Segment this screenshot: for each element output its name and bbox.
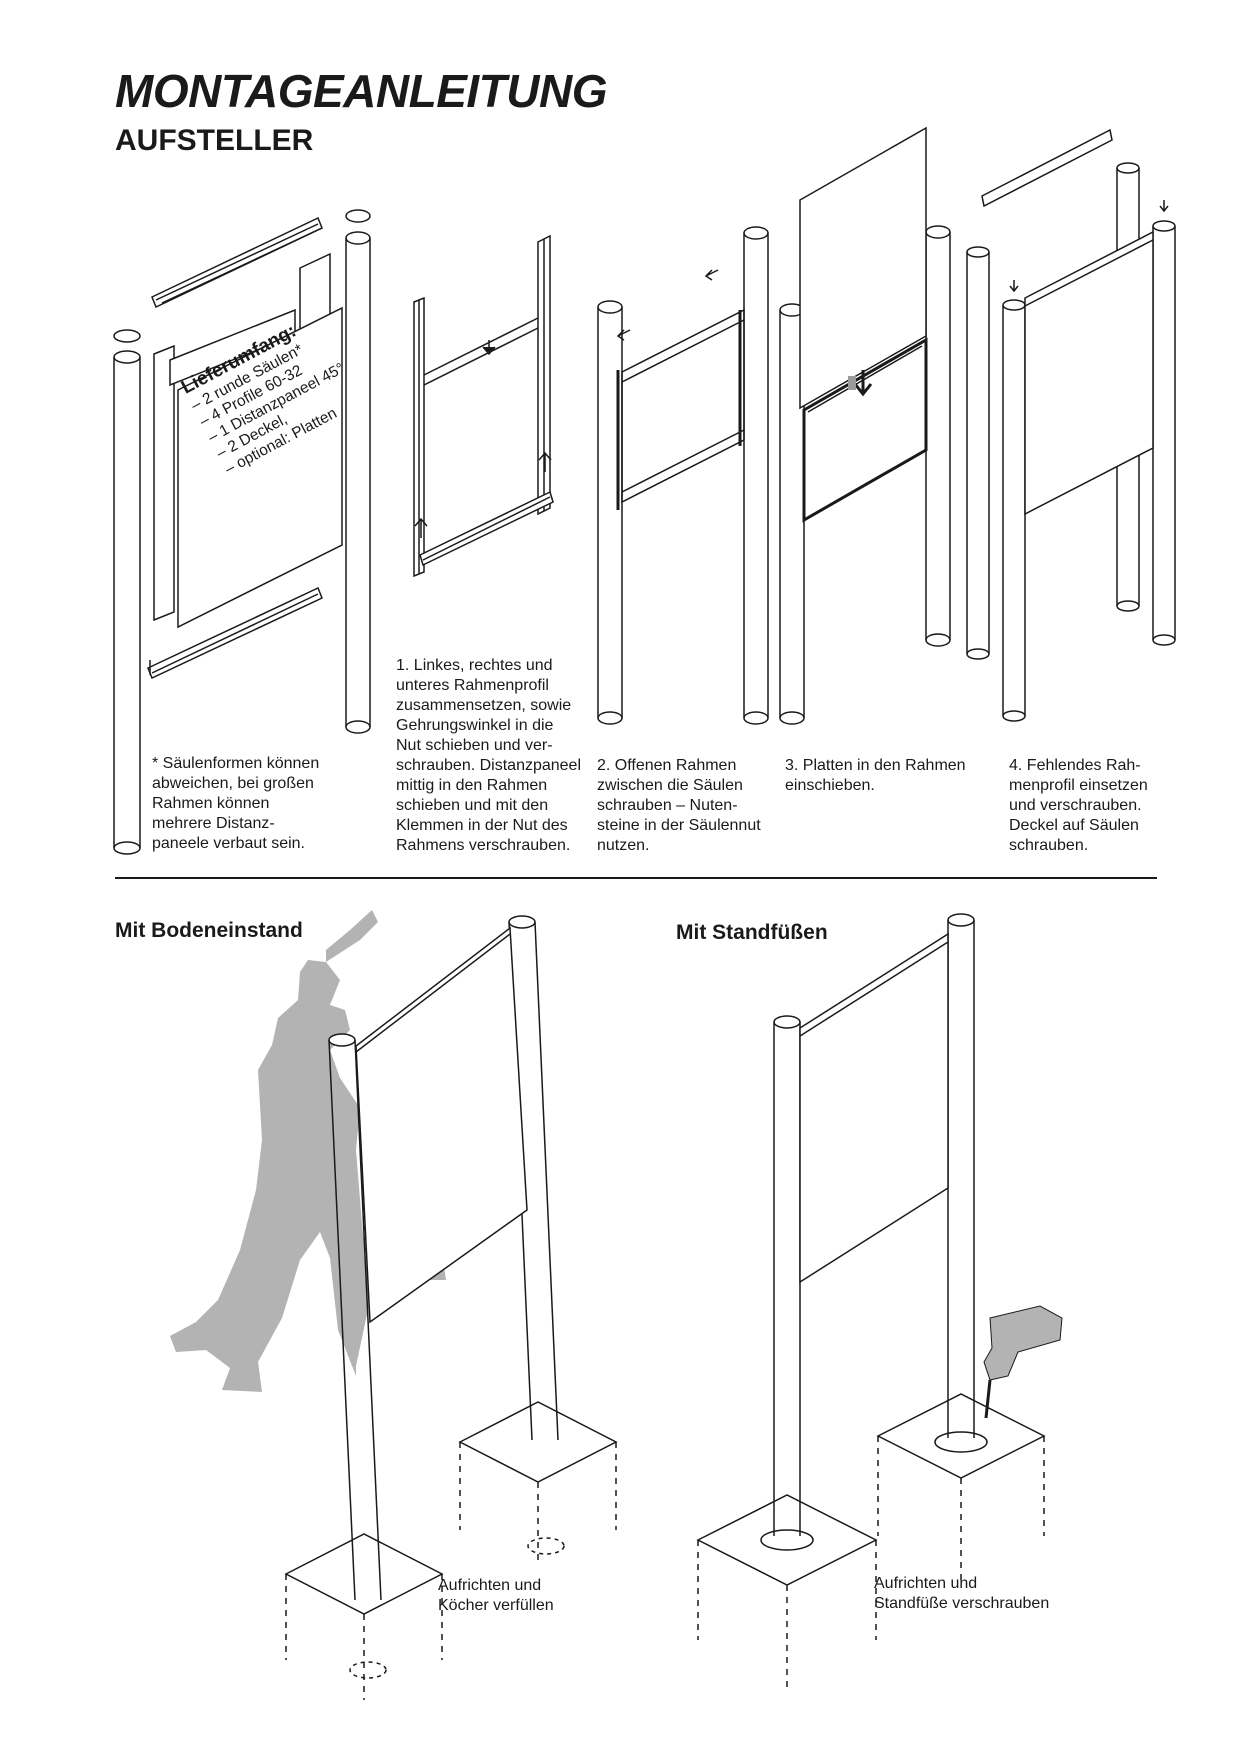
ground-installation-illustration <box>170 910 618 1700</box>
exploded-parts-illustration <box>113 209 371 855</box>
drill-icon <box>983 1305 1063 1381</box>
footnote: * Säulenformen können abweichen, bei gro… <box>152 755 320 852</box>
step4-illustration <box>966 128 1176 722</box>
caption-feet: Aufrichten und Standfüße verschrauben <box>874 1575 1050 1612</box>
step-4-text: 4. Fehlendes Rah- menprofil einsetzen un… <box>1009 757 1148 854</box>
step3-illustration <box>779 126 951 725</box>
step2-illustration <box>597 226 769 725</box>
section-divider <box>115 877 1157 879</box>
feet-installation-illustration <box>696 913 1063 1690</box>
section-title-ground: Mit Bodeneinstand <box>115 919 303 942</box>
caption-ground: Aufrichten und Köcher verfüllen <box>438 1577 554 1614</box>
step-1-text: 1. Linkes, rechtes und unteres Rahmenpro… <box>396 657 582 854</box>
page-subtitle: AUFSTELLER <box>115 124 314 157</box>
person-figure <box>170 960 370 1392</box>
step1-illustration <box>413 234 554 578</box>
step-2-text: 2. Offenen Rahmen zwischen die Säulen sc… <box>597 757 761 854</box>
section-title-feet: Mit Standfüßen <box>676 921 828 944</box>
step-3-text: 3. Platten in den Rahmen einschieben. <box>785 757 966 794</box>
page-title: MONTAGEANLEITUNG <box>115 65 608 117</box>
